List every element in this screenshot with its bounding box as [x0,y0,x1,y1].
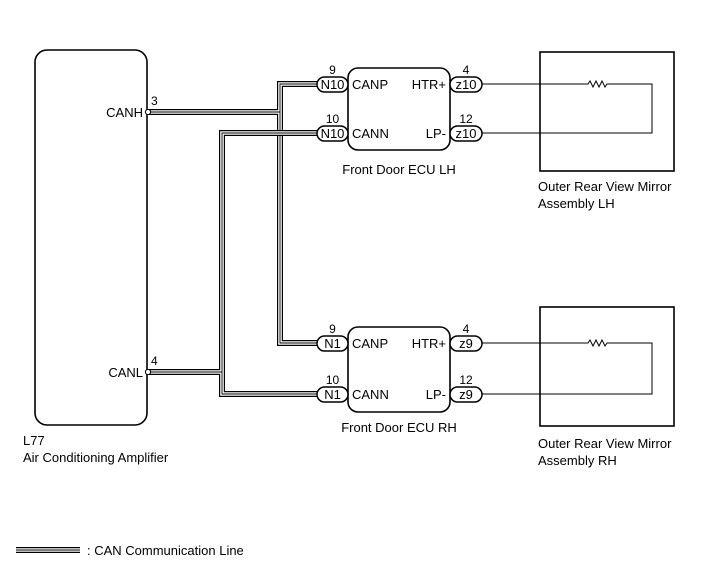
pin-number: 9 [329,322,336,336]
pin-label-htr-plus: HTR+ [412,336,446,351]
front-door-ecu-rh: N1 9 CANP N1 10 CANN z9 4 HTR+ z9 12 LP-… [316,322,483,435]
connector-label: z10 [456,77,477,92]
pin-label-cann: CANN [352,126,389,141]
connector-label: N1 [324,387,341,402]
connector-n10-pin10 [316,125,349,142]
mirror-rh-name-line2: Assembly RH [538,453,617,468]
pin-number-3: 3 [151,94,158,108]
connector-n1-pin9 [316,335,349,352]
front-door-ecu-lh: N10 9 CANP N10 10 CANN z10 4 HTR+ z10 12… [316,63,483,177]
mirror-lh-box [539,51,675,172]
connector-label: N10 [321,126,345,141]
mirror-lh-wires [482,79,653,134]
connector-label: z9 [459,336,473,351]
canh-wire [149,81,318,346]
outer-rear-view-mirror-rh: Outer Rear View Mirror Assembly RH [538,306,675,468]
amplifier-box [34,49,148,426]
ecu-lh-box [347,67,451,151]
pin-number: 4 [463,63,470,77]
canl-wire [149,130,318,397]
pin-label-cann: CANN [352,387,389,402]
connector-n10-pin9 [316,76,349,93]
amplifier-code: L77 [23,433,45,448]
pin-label-canp: CANP [352,336,388,351]
pin-number-4: 4 [151,354,158,368]
pin-number: 4 [463,322,470,336]
mirror-rh-name-line1: Outer Rear View Mirror [538,436,672,451]
legend: : CAN Communication Line [16,543,244,558]
ecu-rh-box [347,326,451,413]
air-conditioning-amplifier: CANH 3 CANL 4 L77 Air Conditioning Ampli… [23,49,169,465]
ecu-rh-name: Front Door ECU RH [341,420,457,435]
outer-rear-view-mirror-lh: Outer Rear View Mirror Assembly LH [538,51,675,211]
pin-number: 10 [326,373,340,387]
legend-label: : CAN Communication Line [87,543,244,558]
can-wires [149,81,318,397]
canl-terminal [144,368,152,376]
connector-label: N10 [321,77,345,92]
pin-number: 12 [459,373,473,387]
mirror-rh-wires [482,338,653,395]
pin-label-lp-minus: LP- [426,126,446,141]
pin-label-lp-minus: LP- [426,387,446,402]
pin-label-htr-plus: HTR+ [412,77,446,92]
mirror-lh-name-line2: Assembly LH [538,196,615,211]
pin-label-canh: CANH [106,105,143,120]
pin-label-canp: CANP [352,77,388,92]
mirror-rh-box [539,306,675,427]
heater-circuit-lh [482,79,653,134]
mirror-lh-name-line1: Outer Rear View Mirror [538,179,672,194]
connector-label: z10 [456,126,477,141]
amplifier-name: Air Conditioning Amplifier [23,450,169,465]
pin-number: 9 [329,63,336,77]
pin-number: 10 [326,112,340,126]
pin-label-canl: CANL [108,365,143,380]
pin-number: 12 [459,112,473,126]
connector-label: N1 [324,336,341,351]
ecu-lh-name: Front Door ECU LH [342,162,455,177]
connector-label: z9 [459,387,473,402]
connector-n1-pin10 [316,386,349,403]
heater-circuit-rh [482,338,653,395]
canh-terminal [144,108,152,116]
